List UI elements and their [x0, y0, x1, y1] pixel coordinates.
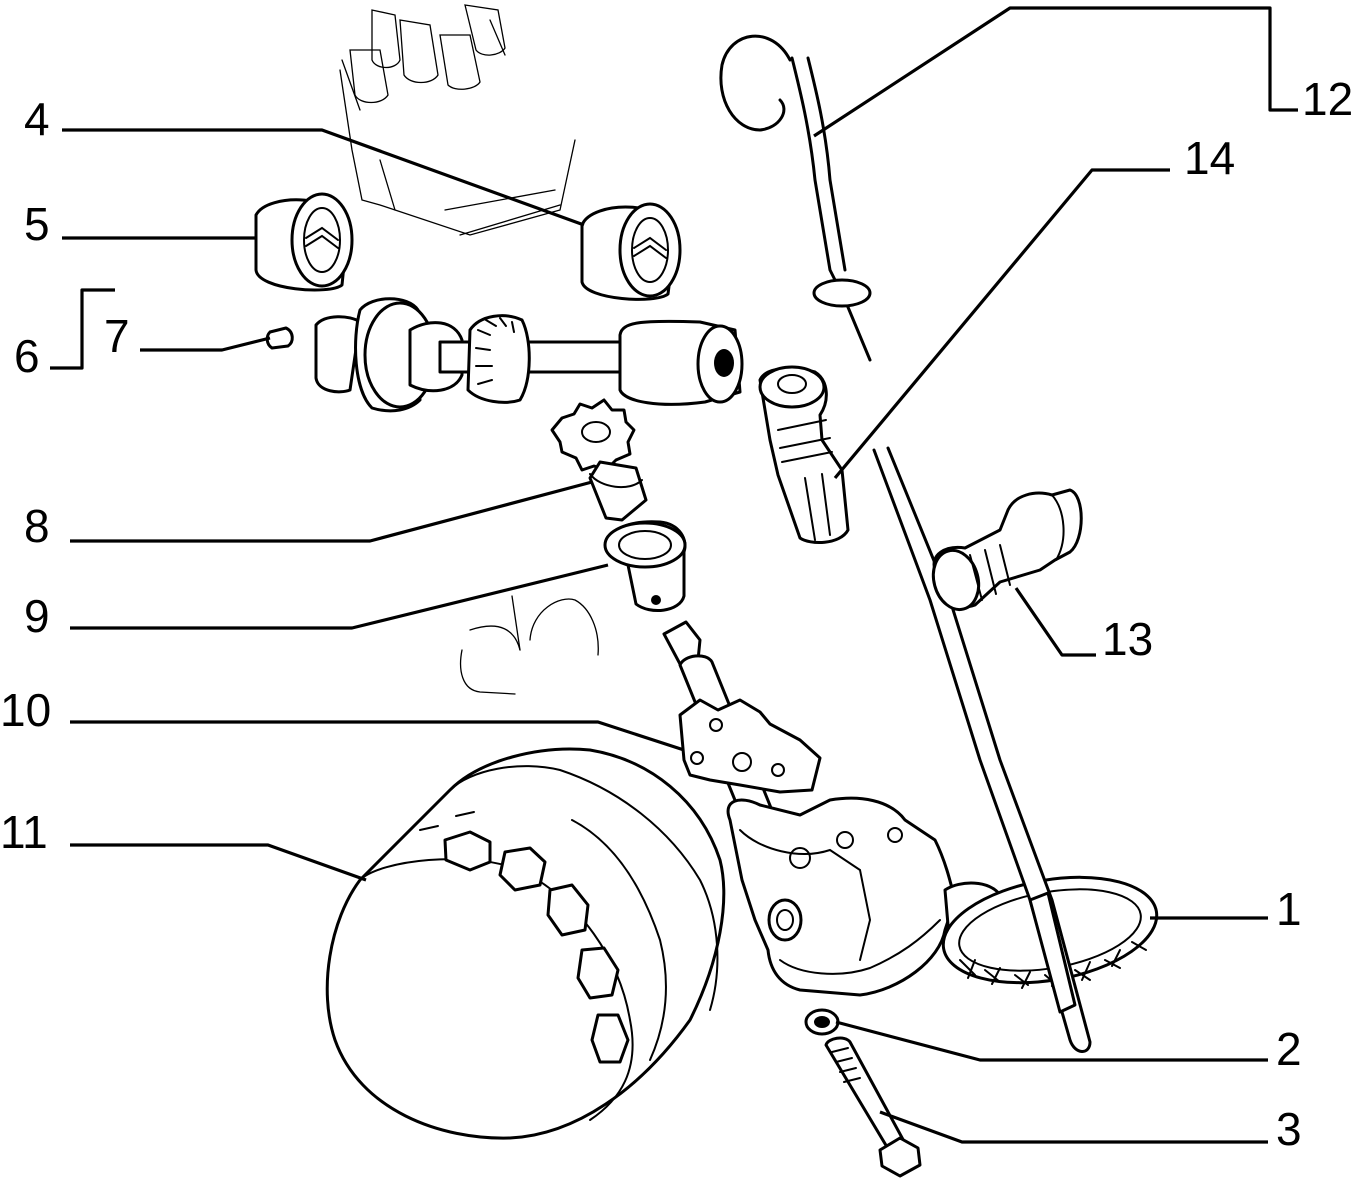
- oil-pump-part-1: [726, 796, 1159, 997]
- callout-11: 11: [0, 806, 48, 858]
- leader-line-3: [879, 1110, 1268, 1144]
- callout-labels: 1 2 3 4 5 6 7 8 9 10 11 12 13 14: [0, 73, 1353, 1155]
- bushing-part-5: [254, 192, 354, 292]
- leader-line-12: [813, 6, 1298, 138]
- shaft-assembly-part-6: [314, 297, 744, 413]
- leader-line-13: [1014, 587, 1096, 657]
- callout-6: 6: [14, 330, 40, 382]
- callout-10: 10: [0, 684, 51, 736]
- callout-2: 2: [1276, 1023, 1302, 1075]
- pin-part-7: [265, 326, 294, 350]
- leader-line-9: [70, 563, 609, 630]
- callout-7: 7: [104, 310, 130, 362]
- leader-line-6: [50, 288, 115, 370]
- shaft-flange-part-10: [662, 620, 822, 850]
- leader-line-8: [70, 480, 593, 543]
- callout-4: 4: [24, 93, 50, 145]
- background-component-outline: [459, 595, 599, 695]
- leader-lines: [50, 6, 1298, 1144]
- leader-line-4: [62, 128, 585, 227]
- callout-14: 14: [1184, 132, 1235, 184]
- leader-line-11: [70, 843, 367, 882]
- distributor-cap-outline: [339, 4, 576, 236]
- bushing-part-4: [580, 202, 682, 301]
- dipstick-part-12: [719, 34, 1092, 1053]
- oil-filter-part-11: [325, 747, 726, 1140]
- callout-12: 12: [1302, 73, 1353, 125]
- leader-line-10: [70, 720, 685, 752]
- leader-line-14: [833, 168, 1170, 480]
- union-part-13: [931, 488, 1083, 612]
- callout-3: 3: [1276, 1103, 1302, 1155]
- callout-1: 1: [1276, 883, 1302, 935]
- washer-part-2: [804, 1008, 840, 1036]
- leader-line-7: [140, 336, 271, 352]
- callout-5: 5: [24, 198, 50, 250]
- callout-8: 8: [24, 500, 50, 552]
- callout-13: 13: [1102, 613, 1153, 665]
- sleeve-part-9: [603, 520, 687, 612]
- bolt-part-3: [824, 1036, 922, 1178]
- callout-9: 9: [24, 590, 50, 642]
- leader-line-2: [835, 1020, 1268, 1062]
- plug-part-14: [758, 365, 850, 544]
- gear-part-8: [550, 398, 648, 522]
